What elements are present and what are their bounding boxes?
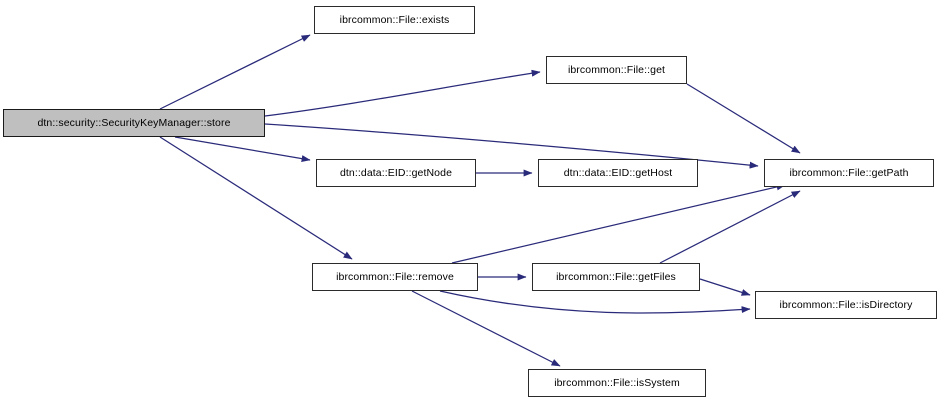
node-file-exists-label: ibrcommon::File::exists [339, 13, 450, 26]
node-file-issystem[interactable]: ibrcommon::File::isSystem [528, 369, 706, 397]
node-file-getpath-label: ibrcommon::File::getPath [789, 166, 909, 179]
node-file-isdirectory[interactable]: ibrcommon::File::isDirectory [755, 291, 937, 319]
node-eid-gethost-label: dtn::data::EID::getHost [563, 166, 673, 179]
node-file-exists[interactable]: ibrcommon::File::exists [314, 6, 475, 34]
node-file-get-label: ibrcommon::File::get [567, 63, 666, 76]
node-file-getpath[interactable]: ibrcommon::File::getPath [764, 159, 934, 187]
node-file-issystem-label: ibrcommon::File::isSystem [554, 376, 680, 389]
node-eid-getnode-label: dtn::data::EID::getNode [339, 166, 453, 179]
node-store[interactable]: dtn::security::SecurityKeyManager::store [3, 109, 265, 137]
node-eid-getnode[interactable]: dtn::data::EID::getNode [316, 159, 476, 187]
node-file-remove[interactable]: ibrcommon::File::remove [312, 263, 478, 291]
node-file-getfiles-label: ibrcommon::File::getFiles [556, 270, 676, 283]
node-file-getfiles[interactable]: ibrcommon::File::getFiles [532, 263, 700, 291]
node-file-isdirectory-label: ibrcommon::File::isDirectory [779, 298, 913, 311]
node-eid-gethost[interactable]: dtn::data::EID::getHost [538, 159, 698, 187]
node-file-remove-label: ibrcommon::File::remove [336, 270, 454, 283]
node-store-label: dtn::security::SecurityKeyManager::store [37, 116, 231, 129]
node-file-get[interactable]: ibrcommon::File::get [546, 56, 687, 84]
